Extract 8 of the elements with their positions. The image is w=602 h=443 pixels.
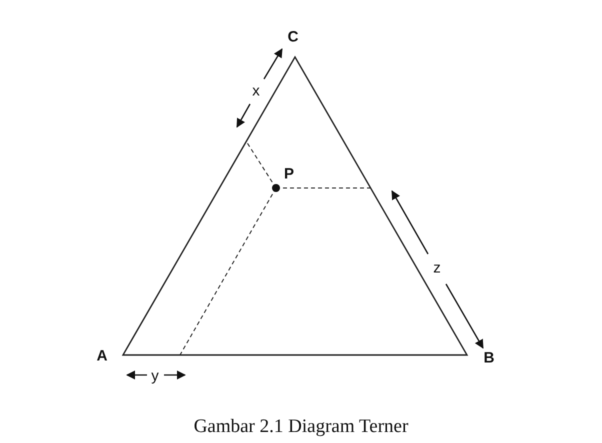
vertex-label: B: [484, 350, 494, 366]
point-label: P: [284, 166, 294, 182]
dimension-label: x: [252, 82, 260, 100]
dimension-label: y: [151, 368, 159, 384]
vertex-label: C: [288, 28, 298, 46]
dimension-label: z: [433, 260, 441, 276]
figure-caption: Gambar 2.1 Diagram Terner: [194, 416, 408, 438]
vertex-label: A: [96, 348, 108, 364]
